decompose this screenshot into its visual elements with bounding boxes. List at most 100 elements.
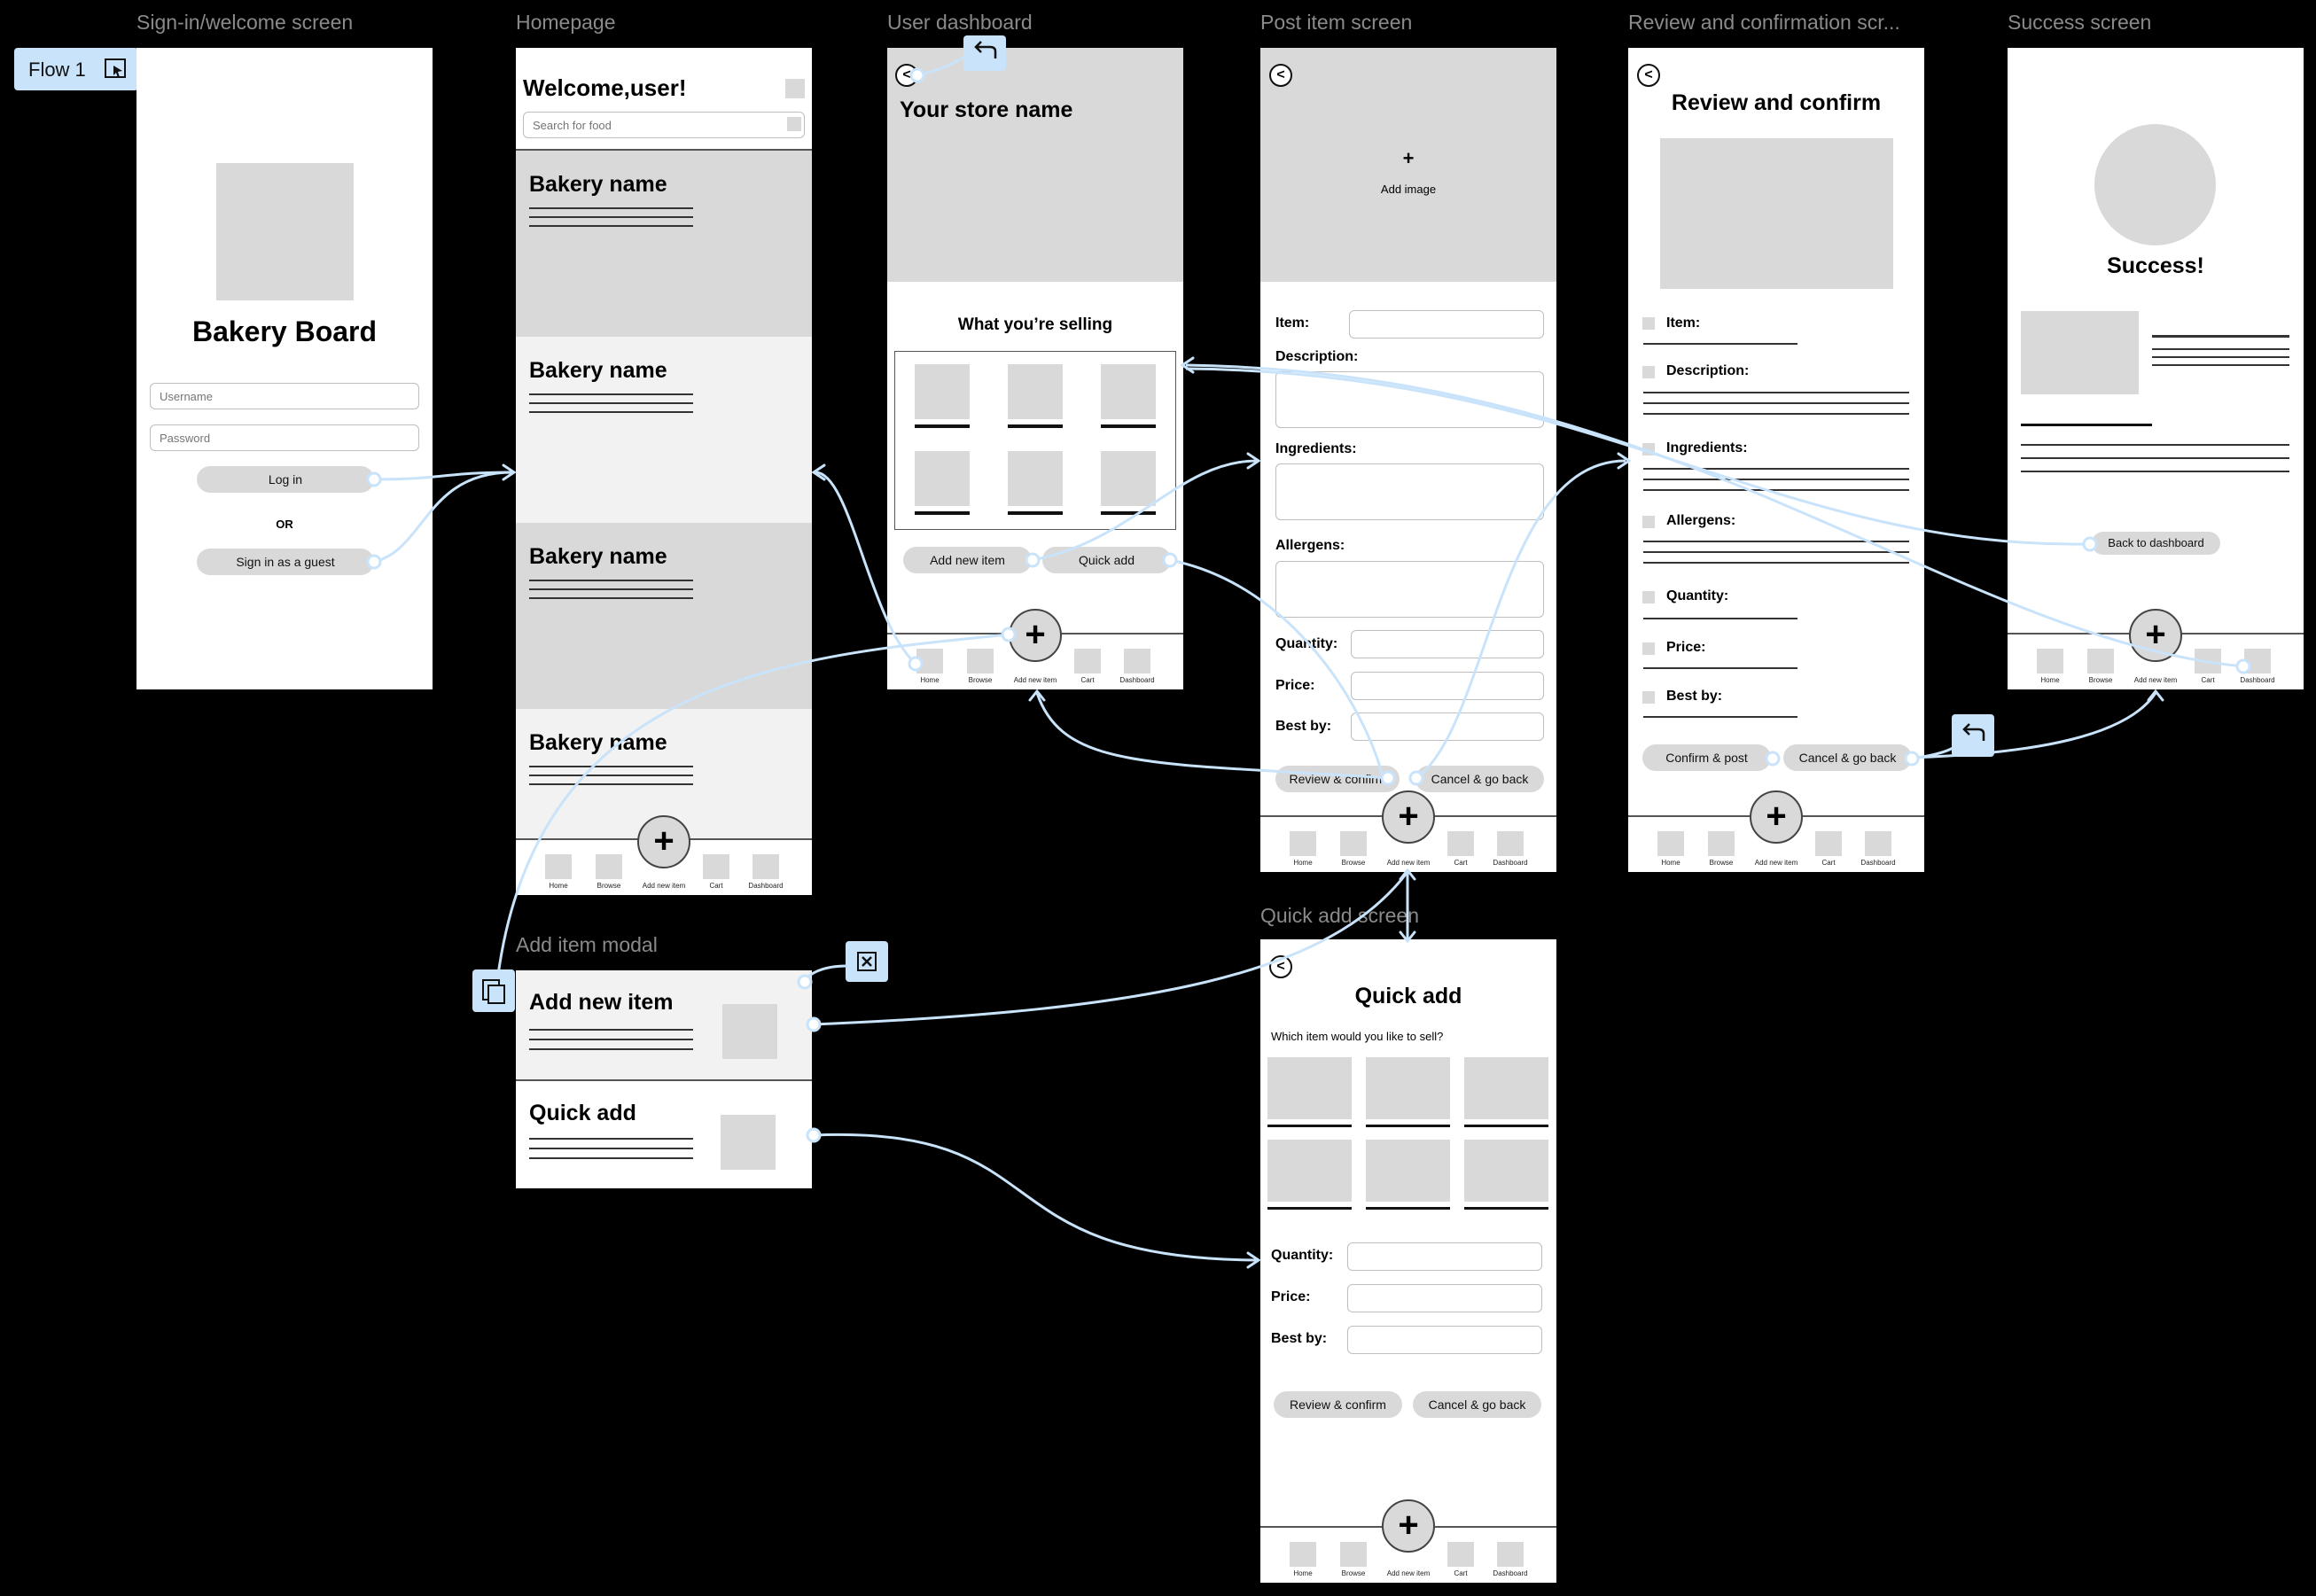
- allergens-checkbox[interactable]: [1642, 516, 1655, 528]
- username-field[interactable]: [150, 383, 419, 409]
- nav-dashboard[interactable]: Dashboard: [1119, 649, 1155, 684]
- allergens-field[interactable]: [1275, 561, 1544, 618]
- password-field[interactable]: [150, 424, 419, 451]
- back-button[interactable]: <: [1269, 64, 1292, 87]
- plus-icon: +: [1398, 1506, 1419, 1545]
- store-banner: [887, 48, 1183, 282]
- bakery-card[interactable]: Bakery name: [516, 151, 812, 337]
- option-thumbnail: [722, 1004, 777, 1059]
- review-confirm-button[interactable]: Review & confirm: [1274, 1391, 1402, 1418]
- product-thumb[interactable]: [1008, 451, 1063, 506]
- review-confirm-button[interactable]: Review & confirm: [1275, 766, 1400, 792]
- add-item-fab[interactable]: +: [1009, 609, 1062, 662]
- price-field[interactable]: [1347, 1284, 1542, 1312]
- product-thumb[interactable]: [1008, 364, 1063, 419]
- profile-icon[interactable]: [785, 79, 805, 98]
- product-thumb[interactable]: [915, 364, 970, 419]
- quick-add-button[interactable]: Quick add: [1042, 547, 1171, 573]
- add-item-fab[interactable]: +: [2129, 609, 2182, 662]
- search-input[interactable]: [523, 112, 805, 138]
- nav-browse[interactable]: Browse: [591, 854, 627, 890]
- product-thumb[interactable]: [1101, 451, 1156, 506]
- nav-dashboard[interactable]: Dashboard: [2240, 649, 2275, 684]
- item-field[interactable]: [1349, 310, 1544, 339]
- nav-cart[interactable]: Cart: [1070, 649, 1105, 684]
- quantity-field[interactable]: [1351, 630, 1544, 658]
- nav-browse[interactable]: Browse: [1336, 831, 1371, 867]
- bakery-card[interactable]: Bakery name: [516, 337, 812, 523]
- product-thumb[interactable]: [1101, 364, 1156, 419]
- quantity-checkbox[interactable]: [1642, 591, 1655, 603]
- nav-browse[interactable]: Browse: [1704, 831, 1739, 867]
- nav-cart[interactable]: Cart: [698, 854, 734, 890]
- success-screen: Success! Back to dashboard Home Browse A…: [2008, 48, 2304, 689]
- guest-button[interactable]: Sign in as a guest: [197, 549, 374, 575]
- product-thumb[interactable]: [1366, 1140, 1450, 1202]
- product-thumb[interactable]: [915, 451, 970, 506]
- nav-home[interactable]: Home: [1285, 1542, 1321, 1577]
- review-title: Review and confirm: [1671, 90, 1882, 115]
- bakery-card[interactable]: Bakery name: [516, 523, 812, 709]
- nav-browse[interactable]: Browse: [963, 649, 998, 684]
- add-item-fab[interactable]: +: [1750, 790, 1803, 844]
- back-button[interactable]: <: [1269, 955, 1292, 978]
- confirm-post-button[interactable]: Confirm & post: [1642, 744, 1771, 771]
- add-item-fab[interactable]: +: [1382, 1499, 1435, 1553]
- item-checkbox[interactable]: [1642, 317, 1655, 330]
- back-action-badge[interactable]: [1952, 714, 1994, 757]
- cancel-go-back-button[interactable]: Cancel & go back: [1413, 1391, 1541, 1418]
- nav-home[interactable]: Home: [541, 854, 576, 890]
- chevron-left-icon: <: [1276, 67, 1285, 82]
- app-title: Bakery Board: [191, 315, 378, 347]
- product-thumb[interactable]: [1267, 1057, 1352, 1119]
- back-action-badge[interactable]: [963, 35, 1006, 71]
- open-overlay-badge[interactable]: [472, 969, 515, 1012]
- product-thumb[interactable]: [1267, 1140, 1352, 1202]
- nav-home[interactable]: Home: [1285, 831, 1321, 867]
- product-thumb[interactable]: [1464, 1057, 1548, 1119]
- nav-cart[interactable]: Cart: [2190, 649, 2226, 684]
- nav-dashboard[interactable]: Dashboard: [1493, 831, 1528, 867]
- best-by-field[interactable]: [1351, 712, 1544, 741]
- quantity-field[interactable]: [1347, 1242, 1542, 1271]
- flow-1-badge[interactable]: Flow 1: [14, 48, 138, 90]
- cancel-go-back-button[interactable]: Cancel & go back: [1783, 744, 1912, 771]
- product-thumb[interactable]: [1464, 1140, 1548, 1202]
- best-by-field[interactable]: [1347, 1326, 1542, 1354]
- quick-add-option[interactable]: Quick add: [516, 1081, 812, 1188]
- back-button[interactable]: <: [895, 64, 918, 87]
- back-to-dashboard-button[interactable]: Back to dashboard: [2092, 532, 2220, 555]
- description-checkbox[interactable]: [1642, 366, 1655, 378]
- close-overlay-badge[interactable]: [846, 941, 888, 982]
- nav-home[interactable]: Home: [2032, 649, 2068, 684]
- add-new-item-button[interactable]: Add new item: [903, 547, 1032, 573]
- nav-browse[interactable]: Browse: [1336, 1542, 1371, 1577]
- cancel-go-back-button[interactable]: Cancel & go back: [1415, 766, 1544, 792]
- best-by-checkbox[interactable]: [1642, 691, 1655, 704]
- add-item-fab[interactable]: +: [1382, 790, 1435, 844]
- nav-cart[interactable]: Cart: [1443, 831, 1478, 867]
- image-upload-area[interactable]: + Add image: [1260, 48, 1556, 282]
- price-checkbox[interactable]: [1642, 642, 1655, 655]
- nav-dashboard[interactable]: Dashboard: [1493, 1542, 1528, 1577]
- nav-cart[interactable]: Cart: [1811, 831, 1846, 867]
- add-item-fab[interactable]: +: [637, 815, 690, 868]
- item-thumbnail: [2021, 311, 2139, 394]
- price-field[interactable]: [1351, 672, 1544, 700]
- description-label: Description:: [1666, 363, 1750, 378]
- nav-browse[interactable]: Browse: [2083, 649, 2118, 684]
- nav-home[interactable]: Home: [1653, 831, 1688, 867]
- nav-cart[interactable]: Cart: [1443, 1542, 1478, 1577]
- nav-dashboard[interactable]: Dashboard: [748, 854, 784, 890]
- nav-home[interactable]: Home: [912, 649, 947, 684]
- ingredients-checkbox[interactable]: [1642, 443, 1655, 455]
- allergens-label: Allergens:: [1275, 538, 1345, 553]
- search-icon[interactable]: [787, 117, 801, 131]
- login-button[interactable]: Log in: [197, 466, 374, 493]
- nav-dashboard[interactable]: Dashboard: [1860, 831, 1896, 867]
- description-field[interactable]: [1275, 371, 1544, 428]
- ingredients-field[interactable]: [1275, 463, 1544, 520]
- back-button[interactable]: <: [1637, 64, 1660, 87]
- product-thumb[interactable]: [1366, 1057, 1450, 1119]
- add-new-item-option[interactable]: Add new item: [516, 970, 812, 1079]
